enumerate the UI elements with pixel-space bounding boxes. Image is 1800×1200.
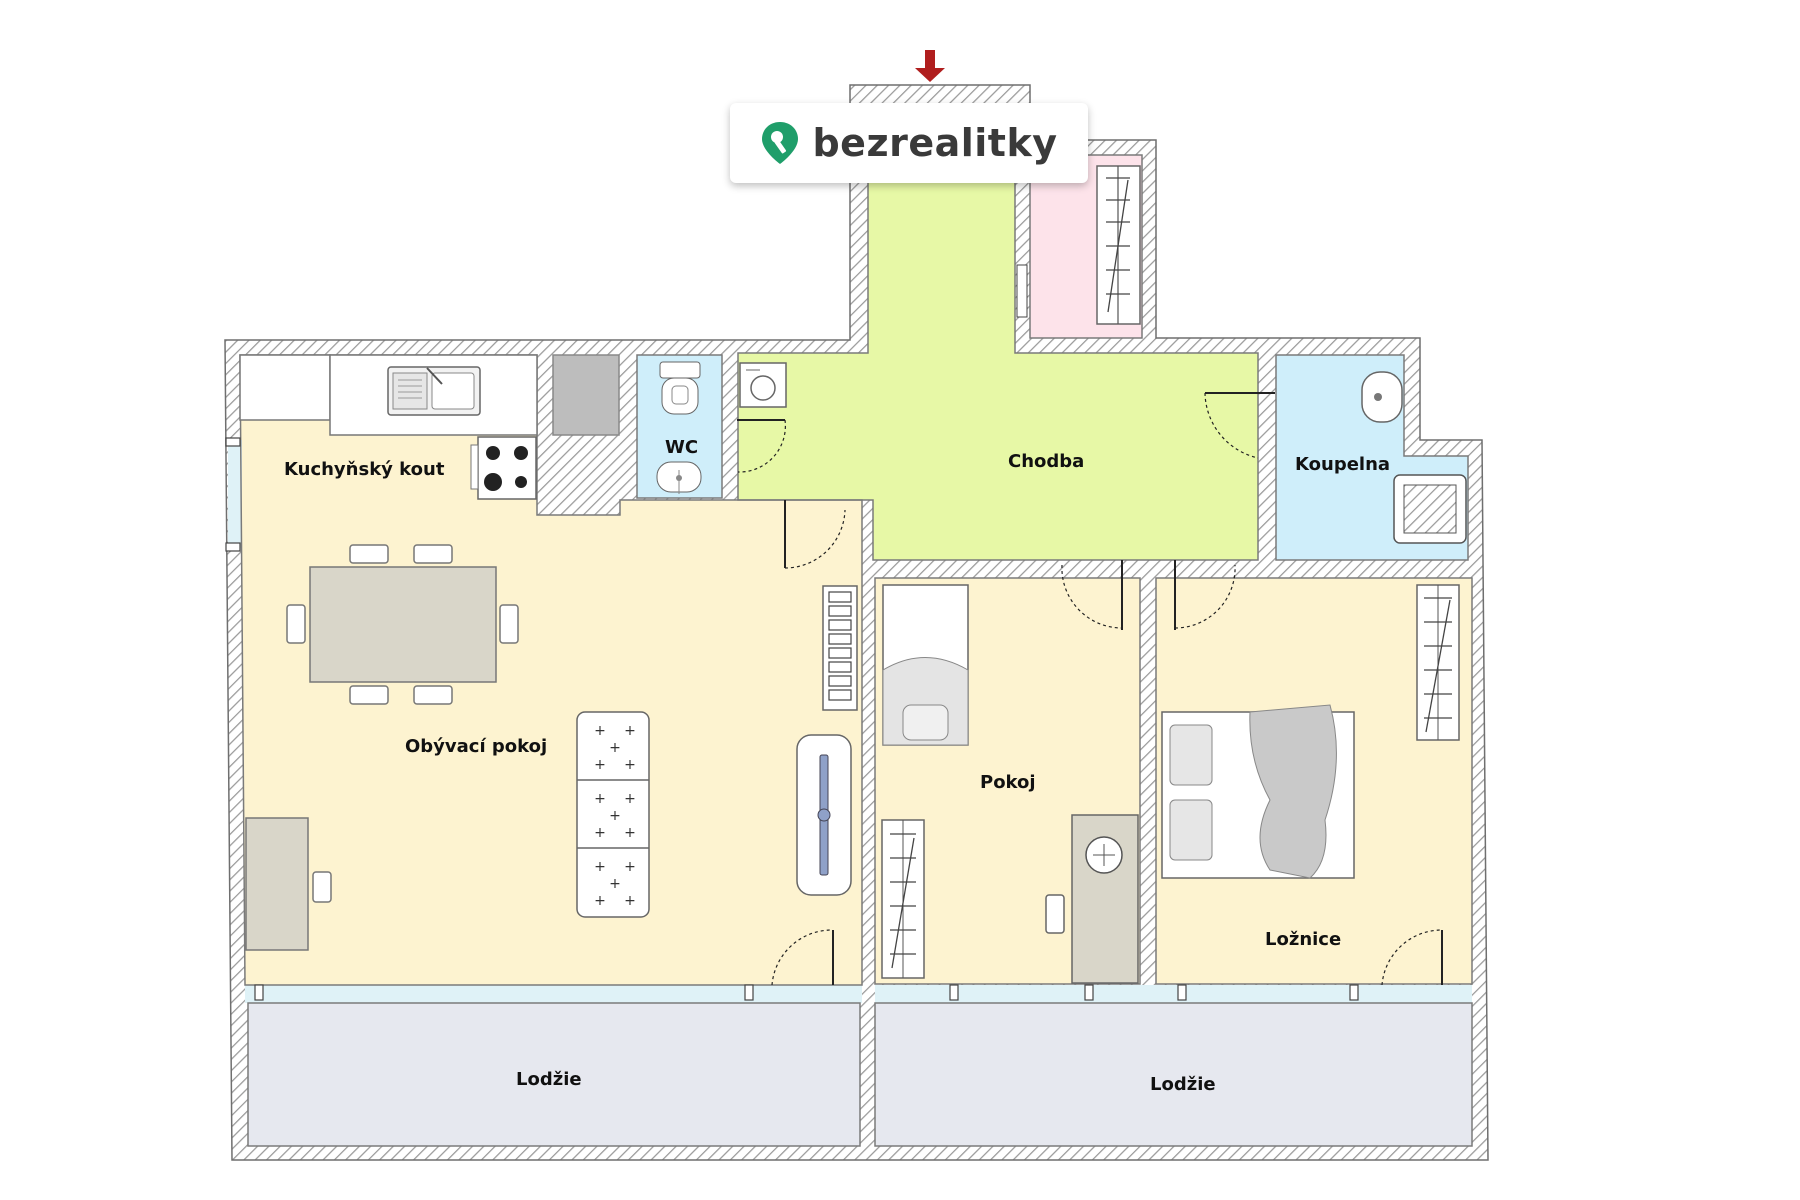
tv-unit (796, 734, 852, 896)
svg-text:+: + (594, 757, 606, 773)
room-label-living: Obývací pokoj (405, 736, 547, 757)
double-bed (1161, 704, 1355, 879)
work-desk (245, 817, 332, 951)
toilet (659, 361, 701, 415)
arrow-down-icon (915, 50, 945, 82)
svg-text:+: + (594, 893, 606, 909)
window-strip (228, 440, 242, 548)
svg-text:+: + (594, 791, 606, 807)
doors (737, 392, 1443, 986)
living-floor (240, 355, 862, 985)
room-label-room: Pokoj (980, 772, 1036, 793)
shelf (822, 585, 858, 711)
room-label-bathroom: Koupelna (1295, 454, 1390, 475)
svg-text:+: + (594, 859, 606, 875)
svg-text:+: + (609, 876, 621, 892)
svg-text:+: + (624, 825, 636, 841)
desk-pokoj (1045, 814, 1139, 984)
closet-wardrobe (1016, 165, 1141, 325)
kitchen-counter (239, 354, 538, 500)
svg-text:+: + (594, 723, 606, 739)
single-bed (882, 584, 969, 746)
wardrobe-pokoj (881, 819, 925, 979)
shower (1393, 474, 1467, 544)
sofa: +++++ +++++ +++++ (576, 711, 650, 918)
svg-text:+: + (609, 740, 621, 756)
svg-text:+: + (624, 859, 636, 875)
stove (477, 436, 537, 500)
room-label-bedroom: Ložnice (1265, 929, 1341, 950)
loggia-left-floor (248, 1003, 860, 1146)
storage-box (552, 354, 620, 436)
dining-table (286, 544, 519, 705)
window-strip (875, 985, 1472, 1003)
svg-text:+: + (624, 723, 636, 739)
window-posts (225, 437, 1359, 1001)
loggia-right-floor (875, 1003, 1472, 1146)
room-label-kitchen: Kuchyňský kout (284, 459, 445, 480)
svg-text:+: + (624, 757, 636, 773)
room-label-hallway: Chodba (1008, 451, 1084, 472)
room-label-loggia-left: Lodžie (516, 1069, 582, 1090)
room-label-loggia-right: Lodžie (1150, 1074, 1216, 1095)
svg-text:+: + (609, 808, 621, 824)
brand-logo: bezrealitky (730, 103, 1088, 183)
wc-basin (656, 461, 702, 494)
brand-name: bezrealitky (812, 121, 1058, 165)
room-label-wc: WC (665, 437, 698, 458)
wardrobe-bedroom (1416, 584, 1460, 741)
bath-basin (1361, 371, 1403, 423)
map-pin-key-icon (762, 122, 799, 164)
washing-machine (739, 362, 787, 408)
svg-text:+: + (624, 791, 636, 807)
svg-text:+: + (594, 825, 606, 841)
svg-text:+: + (624, 893, 636, 909)
window-strip (245, 985, 862, 1003)
